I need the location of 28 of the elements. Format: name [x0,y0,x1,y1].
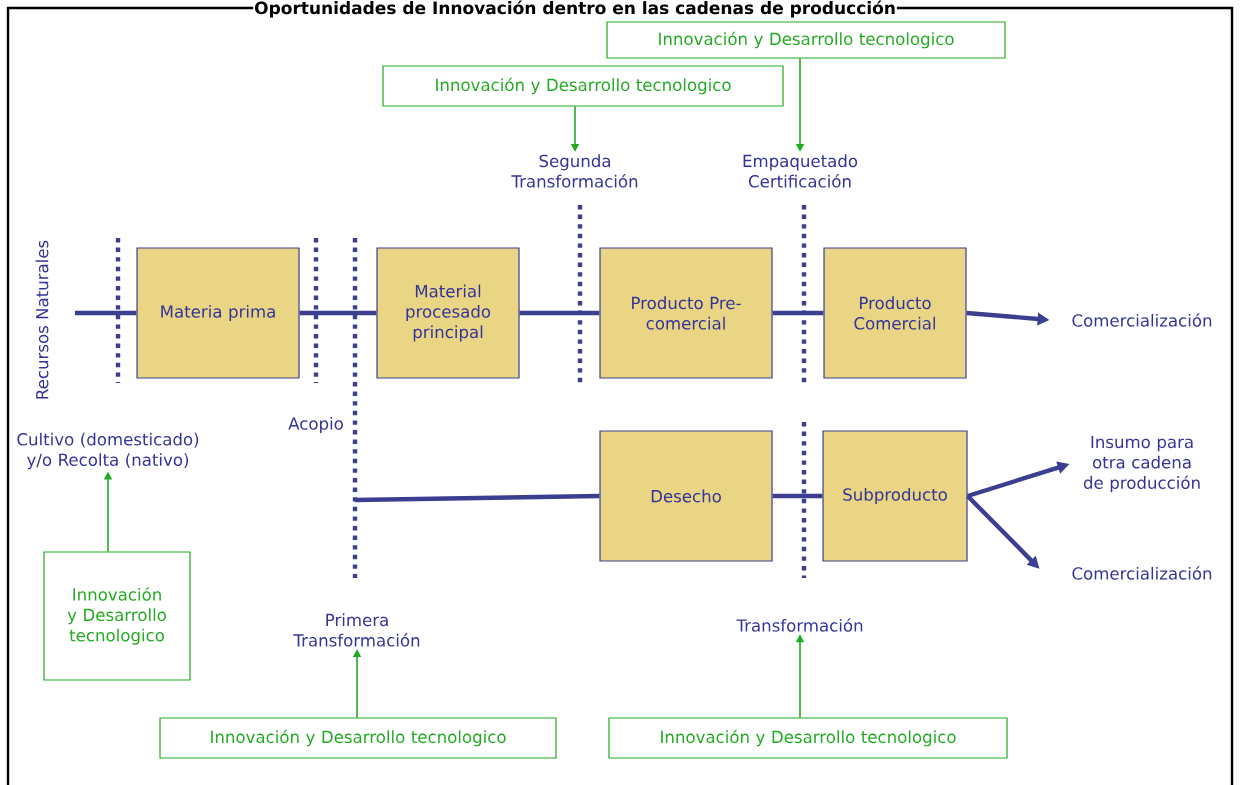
stage-label: Cultivo (domesticado) y/o Recolta (nativo) [17,432,199,470]
stage-label: Acopio [288,416,343,433]
connector-line [75,310,137,316]
process-box: Subproducto [822,430,968,562]
stage-label: Primera Transformación [293,613,420,647]
process-box: Desecho [599,430,773,562]
innovation-box: Innovación y Desarrollo tecnologico [608,717,1008,759]
connector-line [519,310,600,316]
stage-label: Insumo para otra cadena de producción [1083,435,1200,493]
stage-label: Empaquetado Certificación [743,154,858,188]
stage-label: Comercialización [1072,313,1212,327]
connector-line [772,493,823,499]
process-box: Producto Pre-comercial [599,247,773,379]
stage-label: Transformación [736,618,863,632]
connector-line [354,493,600,503]
process-box: Materia prima [136,247,300,379]
connector-line [299,310,377,316]
connector-line [772,310,824,316]
innovation-box: Innovación y Desarrollo tecnologico [159,717,557,759]
stage-label: Comercialización [1072,566,1212,580]
process-box: Producto Comercial [823,247,967,379]
vertical-label: Recursos Naturales [35,240,49,399]
innovation-box: Innovación y Desarrollo tecnologico [382,65,784,107]
title: Oportunidades de Innovación dentro en las cadenas de producción [253,0,897,19]
process-box: Material procesado principal [376,247,520,379]
innovation-box: Innovación y Desarrollo tecnologico [606,21,1006,59]
innovation-box: Innovación y Desarrollo tecnologico [43,551,191,681]
stage-label: Segunda Transformación [511,154,638,188]
